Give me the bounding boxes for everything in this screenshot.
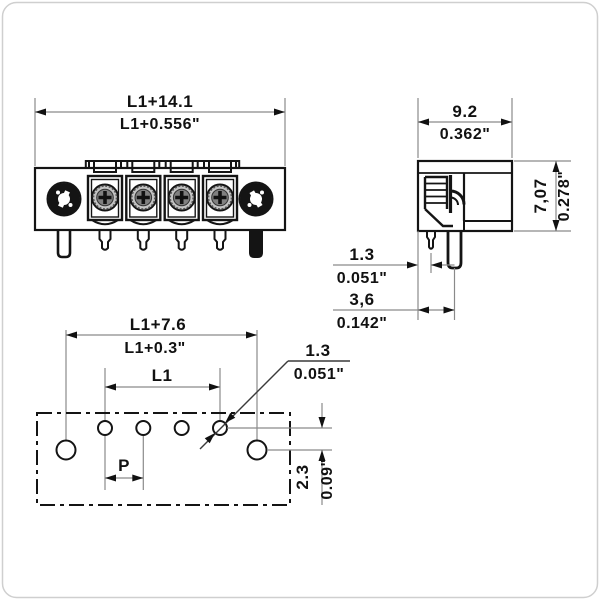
terminal-module <box>125 161 162 226</box>
side-height-dimension: 7,07 0.278" <box>514 160 573 232</box>
module-pin <box>136 230 150 251</box>
arrowhead <box>552 161 560 172</box>
flange-screw-left <box>46 181 82 217</box>
arrowhead <box>418 118 429 126</box>
raised-center-section <box>84 160 241 168</box>
flange-pin <box>249 229 263 258</box>
arrowhead <box>66 331 77 339</box>
pin-offset-dimension: 3,6 0.142" <box>333 290 455 332</box>
arrowhead <box>501 118 512 126</box>
arrowhead <box>418 306 429 314</box>
pin-hole <box>135 420 152 436</box>
row-offset-dimension: 2.3 0.09" <box>227 403 336 505</box>
terminal-module <box>86 161 124 226</box>
side-view: 9.2 0.362" <box>333 98 573 332</box>
flange-pin <box>56 230 72 259</box>
pin-span-label: L1 <box>152 366 173 385</box>
cross-recess <box>136 191 150 204</box>
peg-offset-inch-label: 0.051" <box>337 270 388 287</box>
module-pin <box>98 230 112 251</box>
front-solder-pins <box>56 229 263 259</box>
terminal-module <box>201 161 239 226</box>
pin-span-dimension: L1 <box>104 366 221 420</box>
mount-span-dimension: L1+7.6 L1+0.3" <box>65 315 258 441</box>
front-width-dimension: L1+14.1 L1+0.556" <box>34 92 286 166</box>
arrowhead <box>105 474 116 482</box>
side-height-mm-label: 7,07 <box>531 178 550 213</box>
hole-diameter-dimension: 1.3 0.051" <box>199 341 350 450</box>
arrowhead <box>431 261 442 269</box>
mount-hole <box>55 439 77 461</box>
front-width-mm-label: L1+14.1 <box>127 92 193 111</box>
arrowhead <box>225 412 236 423</box>
arrowhead <box>318 417 326 428</box>
cross-recess <box>175 191 189 204</box>
hole-dia-mm-label: 1.3 <box>305 341 330 360</box>
arrowhead <box>105 383 116 391</box>
arrowhead <box>407 261 418 269</box>
footprint-view: L1+7.6 L1+0.3" L1 <box>36 315 350 506</box>
arrowhead <box>274 108 285 116</box>
module-pin <box>213 230 227 251</box>
pin-hole <box>97 420 113 436</box>
pitch-label: P <box>118 456 130 475</box>
front-housing-body <box>33 160 287 232</box>
front-view: L1+14.1 L1+0.556" <box>33 92 287 259</box>
pitch-dimension: P <box>104 436 144 490</box>
arrowhead <box>318 450 326 461</box>
locating-peg <box>426 231 436 250</box>
side-width-inch-label: 0.362" <box>440 126 491 143</box>
arrowhead <box>246 331 257 339</box>
cross-recess <box>213 191 227 204</box>
side-housing-body <box>416 159 514 233</box>
terminal-modules <box>86 161 239 226</box>
terminal-module <box>163 161 200 226</box>
peg-offset-dimension: 1.3 0.051" <box>333 231 456 320</box>
pin-hole <box>173 420 190 436</box>
mount-span-inch-label: L1+0.3" <box>124 340 185 357</box>
arrowhead <box>204 433 215 444</box>
arrowhead <box>35 108 46 116</box>
pin-offset-mm-label: 3,6 <box>349 290 374 309</box>
arrowhead <box>443 306 455 314</box>
side-width-dimension: 9.2 0.362" <box>417 98 513 158</box>
side-height-inch-label: 0.278" <box>556 171 573 222</box>
row-offset-mm-label: 2.3 <box>293 464 312 489</box>
front-width-inch-label: L1+0.556" <box>120 116 200 133</box>
pin-offset-inch-label: 0.142" <box>337 315 388 332</box>
arrowhead <box>552 220 560 231</box>
housing-outline-dashed <box>36 412 291 506</box>
module-pin <box>175 230 189 251</box>
hole-dia-inch-label: 0.051" <box>294 366 345 383</box>
arrowhead <box>209 383 220 391</box>
flange-screw-right <box>238 181 274 217</box>
wire-clamp-detail <box>423 173 512 231</box>
peg-offset-mm-label: 1.3 <box>349 245 374 264</box>
row-offset-inch-label: 0.09" <box>319 458 336 499</box>
mount-span-mm-label: L1+7.6 <box>130 315 186 334</box>
arrowhead <box>132 474 144 482</box>
side-width-mm-label: 9.2 <box>452 102 477 121</box>
mount-hole <box>246 439 268 461</box>
cross-recess <box>98 191 112 204</box>
